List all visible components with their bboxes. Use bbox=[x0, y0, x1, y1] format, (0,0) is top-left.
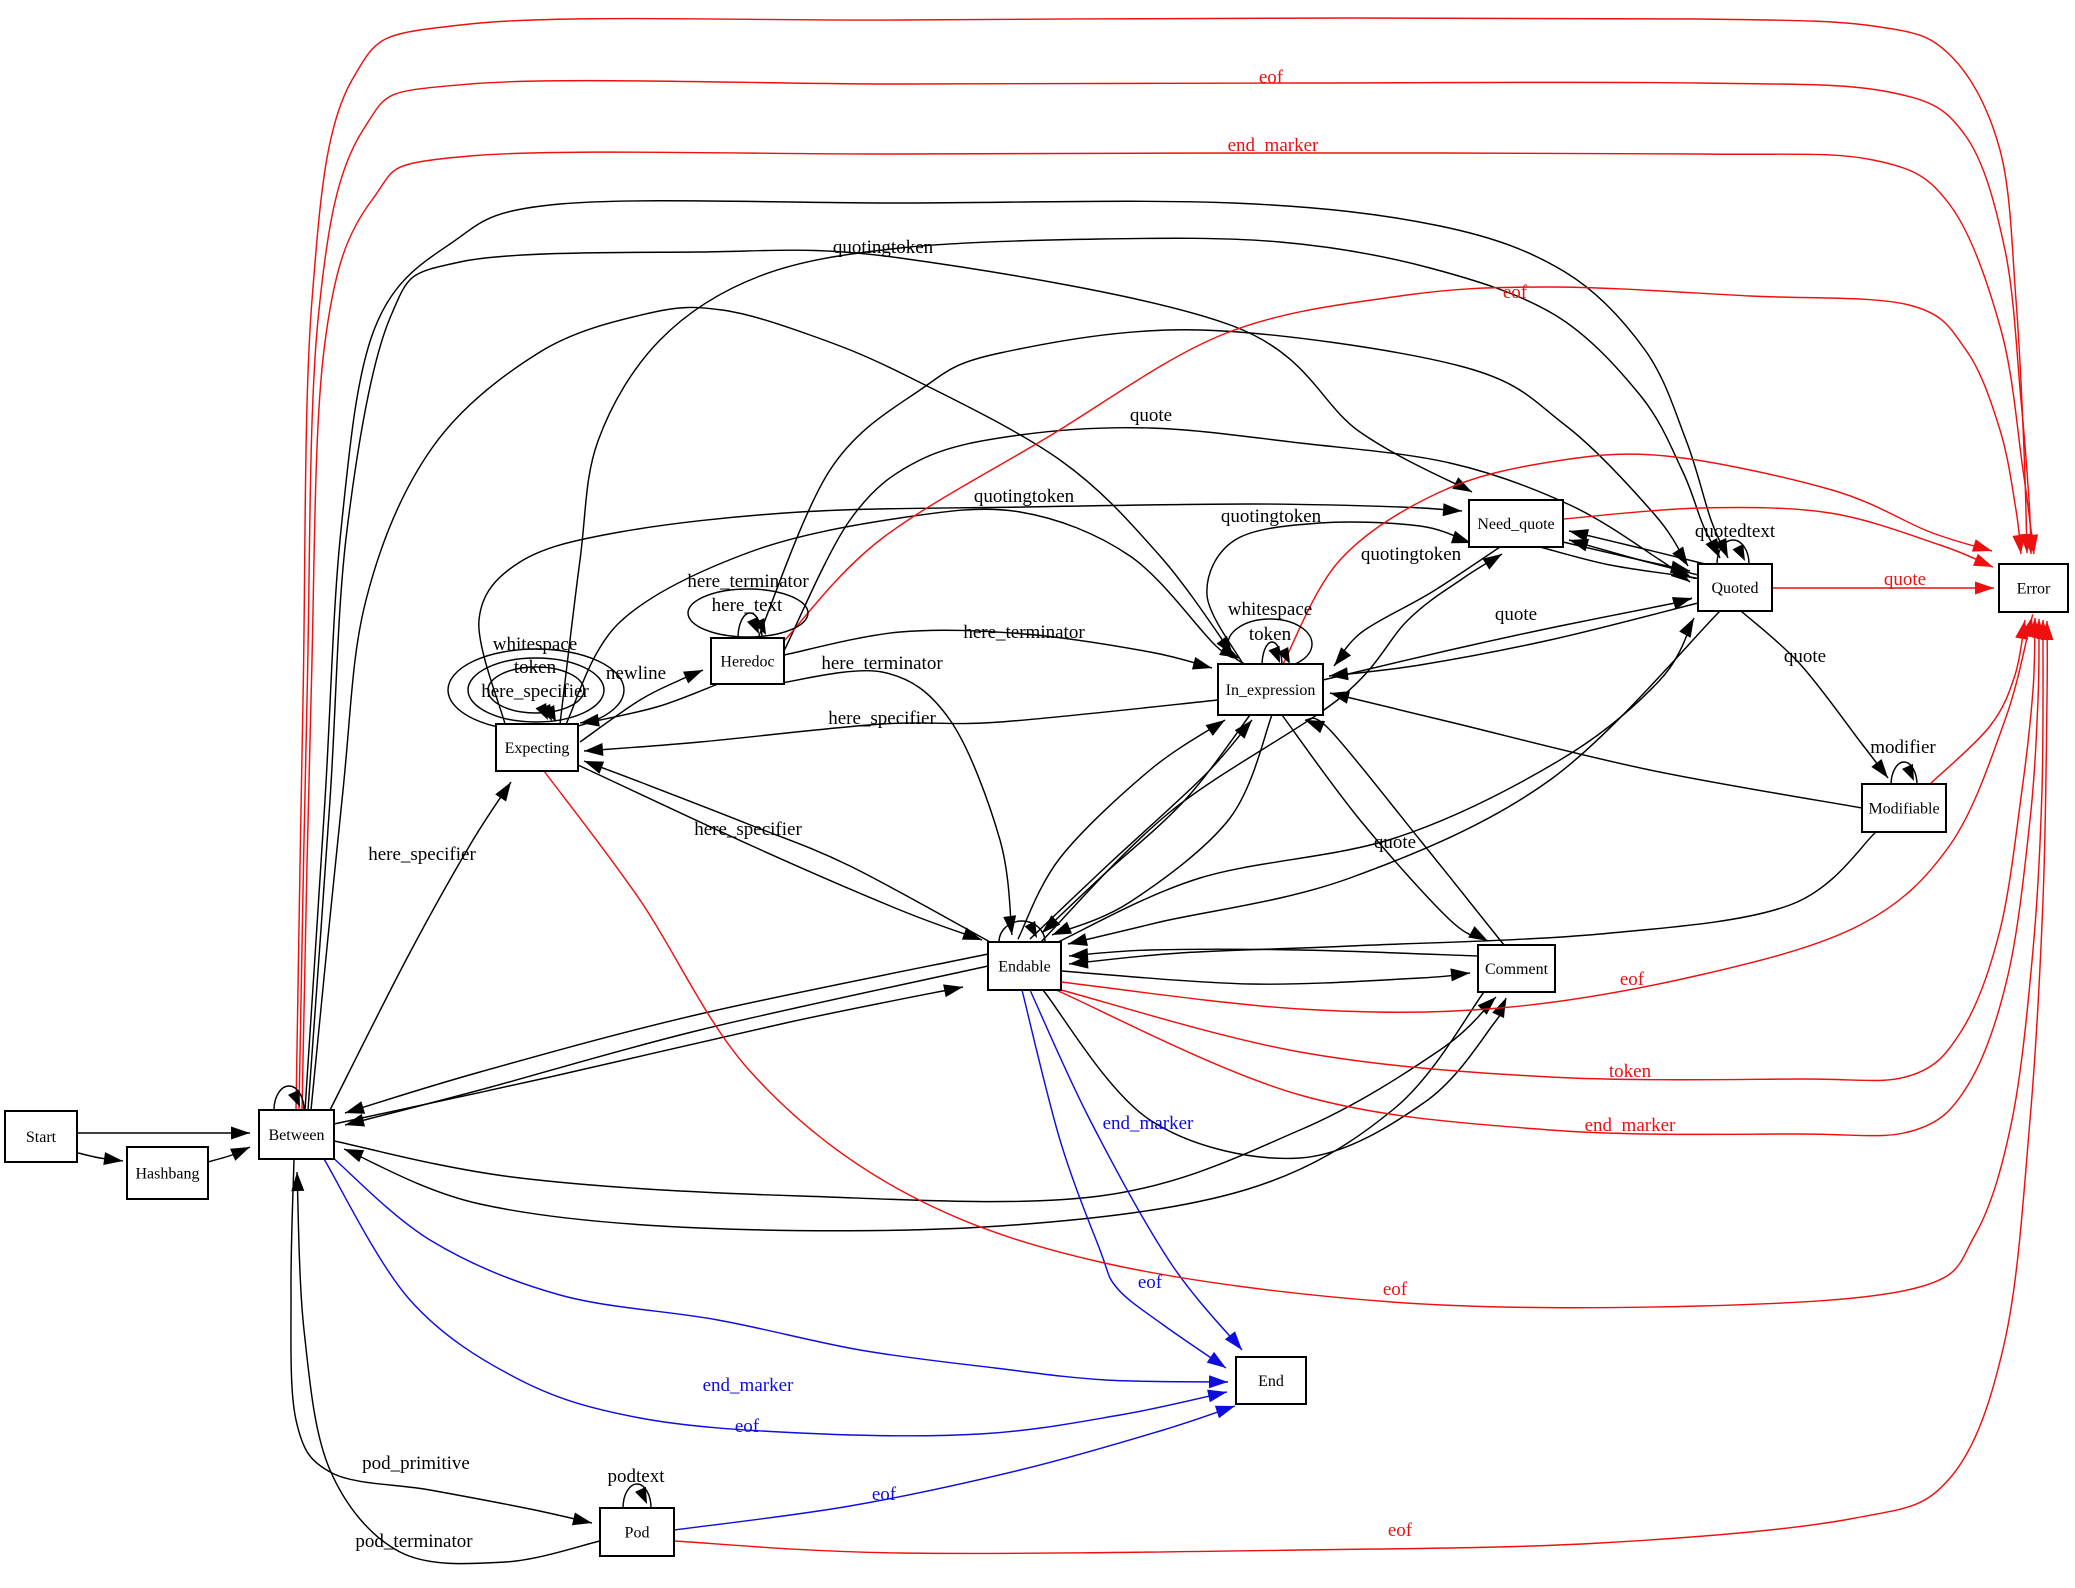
svg-text:Between: Between bbox=[269, 1127, 325, 1144]
svg-text:end_marker: end_marker bbox=[1585, 1115, 1676, 1136]
svg-text:here_terminator: here_terminator bbox=[687, 571, 809, 592]
svg-text:pod_primitive: pod_primitive bbox=[362, 1453, 470, 1474]
svg-text:end_marker: end_marker bbox=[1103, 1113, 1194, 1134]
svg-text:newline: newline bbox=[606, 663, 666, 684]
svg-text:whitespace: whitespace bbox=[493, 634, 577, 655]
svg-text:token: token bbox=[1609, 1061, 1652, 1082]
svg-text:quote: quote bbox=[1130, 405, 1172, 426]
svg-text:whitespace: whitespace bbox=[1228, 599, 1312, 620]
svg-text:quotingtoken: quotingtoken bbox=[1221, 506, 1322, 527]
svg-text:eof: eof bbox=[1383, 1279, 1408, 1300]
svg-text:quote: quote bbox=[1784, 646, 1826, 667]
svg-text:quote: quote bbox=[1495, 604, 1537, 625]
svg-text:quotingtoken: quotingtoken bbox=[974, 486, 1075, 507]
svg-text:Modifiable: Modifiable bbox=[1868, 801, 1939, 818]
svg-text:quote: quote bbox=[1884, 569, 1926, 590]
svg-text:Quoted: Quoted bbox=[1711, 580, 1758, 597]
svg-text:eof: eof bbox=[1620, 969, 1645, 990]
svg-text:Heredoc: Heredoc bbox=[720, 654, 774, 671]
svg-text:here_specifier: here_specifier bbox=[694, 819, 802, 840]
svg-text:end_marker: end_marker bbox=[703, 1375, 794, 1396]
svg-text:eof: eof bbox=[735, 1416, 760, 1437]
svg-text:here_text: here_text bbox=[712, 595, 783, 616]
svg-text:modifier: modifier bbox=[1870, 737, 1936, 758]
svg-text:In_expression: In_expression bbox=[1226, 682, 1316, 699]
svg-text:End: End bbox=[1258, 1373, 1284, 1390]
svg-text:Endable: Endable bbox=[998, 959, 1050, 976]
svg-text:here_terminator: here_terminator bbox=[963, 622, 1085, 643]
svg-text:quotingtoken: quotingtoken bbox=[833, 237, 934, 258]
svg-text:here_terminator: here_terminator bbox=[821, 653, 943, 674]
svg-text:Expecting: Expecting bbox=[505, 740, 570, 757]
svg-text:eof: eof bbox=[1388, 1520, 1413, 1541]
svg-text:quote: quote bbox=[1374, 832, 1416, 853]
svg-text:token: token bbox=[1249, 624, 1292, 645]
svg-text:Hashbang: Hashbang bbox=[136, 1166, 200, 1183]
svg-text:quotingtoken: quotingtoken bbox=[1361, 544, 1462, 565]
svg-text:eof: eof bbox=[1259, 67, 1284, 88]
svg-text:eof: eof bbox=[872, 1484, 897, 1505]
svg-text:eof: eof bbox=[1138, 1272, 1163, 1293]
svg-text:eof: eof bbox=[1503, 282, 1528, 303]
svg-text:Need_quote: Need_quote bbox=[1477, 516, 1554, 533]
svg-text:Start: Start bbox=[26, 1129, 57, 1146]
svg-text:quotedtext: quotedtext bbox=[1695, 521, 1776, 542]
svg-text:Comment: Comment bbox=[1485, 961, 1549, 978]
svg-text:here_specifier: here_specifier bbox=[828, 708, 936, 729]
svg-text:here_specifier: here_specifier bbox=[481, 681, 589, 702]
svg-text:Pod: Pod bbox=[625, 1525, 650, 1542]
svg-text:pod_terminator: pod_terminator bbox=[355, 1531, 473, 1552]
svg-text:Error: Error bbox=[2017, 581, 2051, 598]
svg-text:token: token bbox=[514, 657, 557, 678]
svg-text:end_marker: end_marker bbox=[1228, 135, 1319, 156]
svg-text:podtext: podtext bbox=[608, 1466, 666, 1487]
svg-text:here_specifier: here_specifier bbox=[368, 844, 476, 865]
